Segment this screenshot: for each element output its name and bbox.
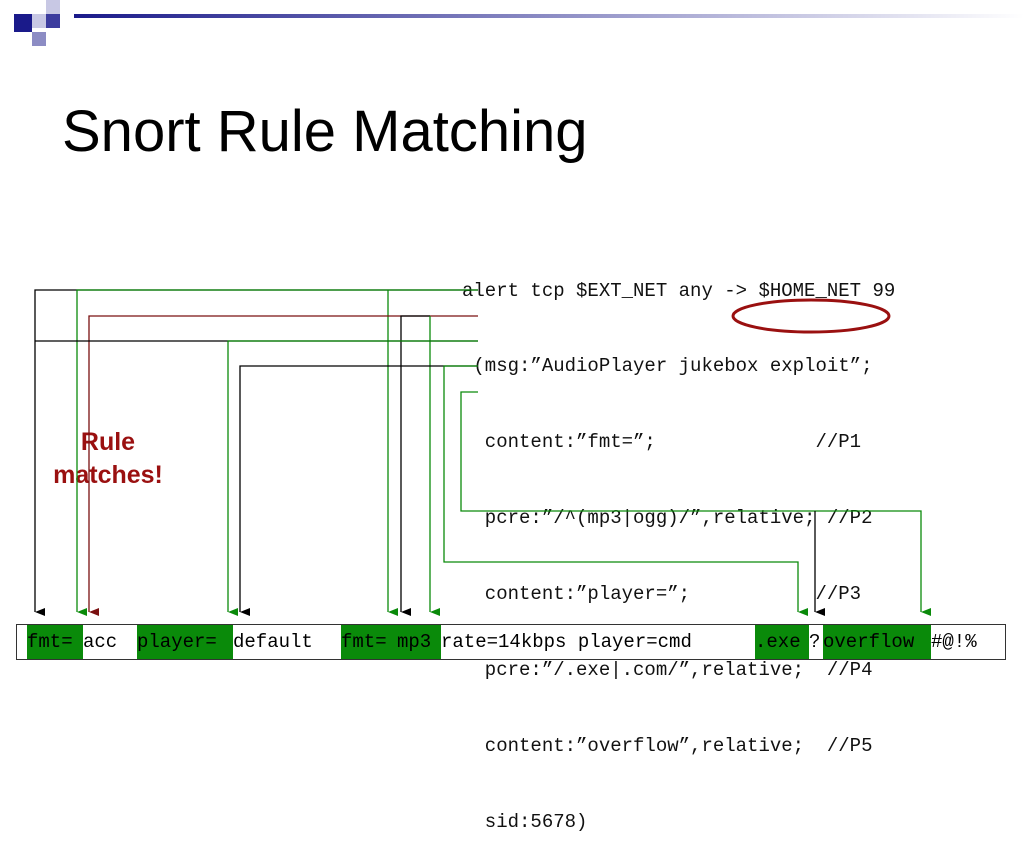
payload-segment-overflow: overflow (823, 625, 931, 659)
payload-segment-tail: #@!% (931, 631, 977, 653)
callout-line-2: matches! (53, 461, 163, 489)
payload-segment-player: player= (137, 625, 233, 659)
payload-segment-question: ? (809, 631, 821, 653)
p2-connector-black (400, 315, 430, 616)
rule-line-p5: content:”overflow”,relative; //P5 (462, 734, 873, 757)
rule-line-msg: (msg:”AudioPlayer jukebox exploit”; (462, 355, 873, 378)
rule-line-p3: content:”player=”; //P3 (462, 583, 862, 606)
rule-line-header: alert tcp $EXT_NET any -> $HOME_NET 99 (462, 279, 896, 302)
p4-connector-green (443, 365, 808, 616)
rule-line-p4: pcre:”/.exe|.com/”,relative; //P4 (462, 659, 873, 682)
p4-connector-black (239, 365, 478, 616)
payload-segment-default: default (233, 631, 313, 653)
p3-connector-green (227, 340, 478, 616)
p2-connector-red (88, 315, 478, 616)
relative-highlight-ellipse (731, 298, 891, 334)
page-title: Snort Rule Matching (62, 99, 588, 164)
p1-connector-black (34, 289, 478, 616)
payload-segment-rate: rate=14kbps player=cmd (441, 631, 692, 653)
payload-segment-exe: .exe (755, 625, 809, 659)
rule-line-sid: sid:5678) (462, 810, 588, 833)
corner-decoration (0, 0, 1024, 64)
p1-connector-green-1 (76, 289, 478, 616)
packet-payload: fmt= acc player= default fmt= mp3 rate=1… (16, 624, 1006, 660)
match-connector-lines (34, 289, 931, 616)
callout-line-1: Rule (80, 428, 136, 456)
payload-segment-fmt-2: fmt= (341, 625, 397, 659)
payload-segment-acc: acc (83, 631, 118, 653)
payload-segment-mp3: mp3 (397, 625, 441, 659)
payload-segment-fmt: fmt= (27, 625, 83, 659)
rule-line-p1: content:”fmt=”; //P1 (462, 431, 862, 454)
rule-line-p2: pcre:”/^(mp3|ogg)/”,relative; //P2 (462, 507, 873, 530)
p5-connector-green (460, 391, 931, 616)
rule-matches-callout: Rule matches! (38, 426, 178, 492)
